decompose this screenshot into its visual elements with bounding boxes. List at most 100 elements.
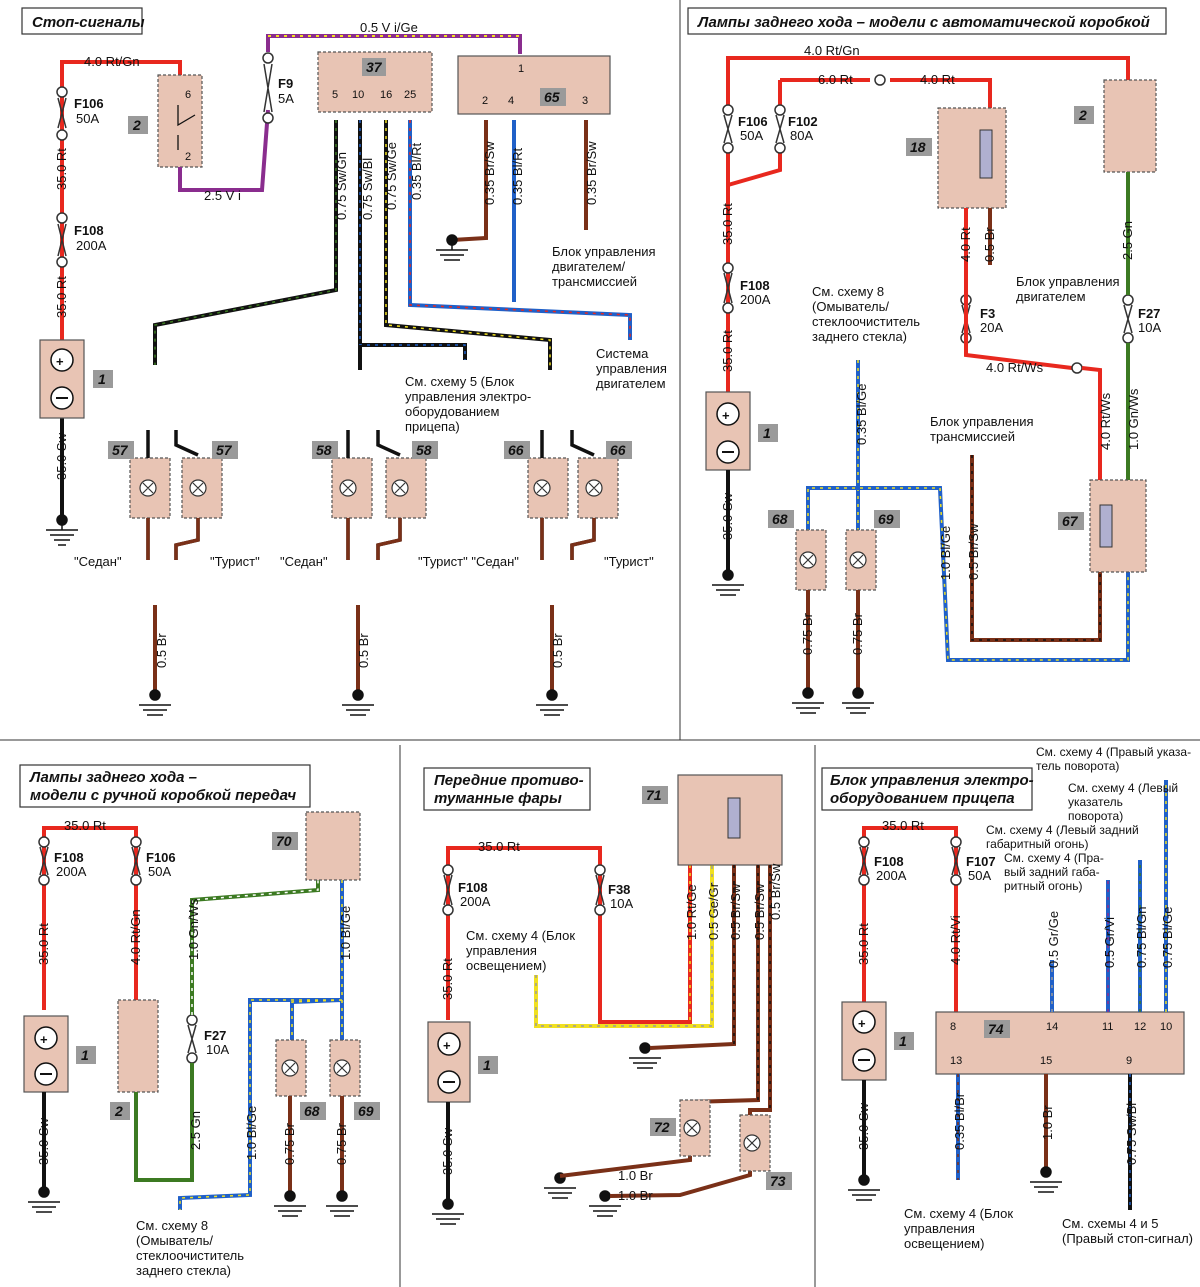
svg-text:14: 14 <box>1046 1021 1058 1033</box>
wire-label: 0.35 Br/Sw <box>584 141 599 205</box>
fuse-label: 200A <box>56 864 87 879</box>
ground-icons <box>792 687 874 714</box>
fuse-f106-a: 50A <box>76 111 99 126</box>
connector-65 <box>457 55 611 115</box>
fuse-label: 10A <box>206 1042 229 1057</box>
connector-id: 70 <box>276 833 292 849</box>
connector-id: 1 <box>483 1057 491 1073</box>
wire-label: 0.5 Br/Sw <box>752 883 767 940</box>
ground-icon <box>436 234 468 261</box>
wire-label: 4.0 Rt/Vi <box>948 915 963 965</box>
wire-label: 4.0 Rt <box>920 72 955 87</box>
connector-id: 57 <box>112 442 129 458</box>
connector-id: 37 <box>366 59 383 75</box>
wire-label: 35.0 Rt <box>64 818 106 833</box>
wire-label: 4.0 Rt/Ws <box>1098 392 1113 450</box>
connector-id: 74 <box>988 1021 1004 1037</box>
fuse-label: F108 <box>458 880 488 895</box>
connector-id: 58 <box>416 442 432 458</box>
ground-icons <box>139 689 568 716</box>
wire-label: 0.75 Br <box>850 612 865 655</box>
wire-label: 0.35 Bl/Br <box>952 1092 967 1150</box>
fuse-label: F102 <box>788 114 818 129</box>
wire-label: 35.0 Rt <box>36 923 51 965</box>
wire-label: 0.5 V i/Ge <box>360 20 418 35</box>
pin: 10 <box>352 89 364 101</box>
fuse-label: 10A <box>1138 320 1161 335</box>
wire-label: 0.5 Br/Sw <box>768 863 783 920</box>
svg-text:+: + <box>56 354 64 369</box>
connector-id: 68 <box>772 511 788 527</box>
wire-label: 0.5 Br <box>154 633 169 668</box>
wire-label: 1.0 Gn/Ws <box>186 898 201 960</box>
fuse-label: F106 <box>146 850 176 865</box>
brake-switch <box>157 74 203 168</box>
connector-id: 67 <box>1062 513 1079 529</box>
connector-id: 71 <box>646 787 662 803</box>
fuse-f108-a: 200A <box>76 238 107 253</box>
variant-label: "Турист" "Седан" <box>418 554 519 569</box>
wire-label: 0.5 Br/Sw <box>728 883 743 940</box>
connector-id: 2 <box>132 117 141 133</box>
fuse-f106-icon <box>56 86 68 141</box>
fuse-f9-a: 5A <box>278 91 294 106</box>
switch-2 <box>117 999 159 1093</box>
wire-label: 35.0 Sw <box>856 1102 871 1150</box>
wire-label: 0.75 Br <box>282 1122 297 1165</box>
relay-67 <box>1089 479 1147 573</box>
wire-label: 2.5 V i <box>204 188 241 203</box>
connector-id: 69 <box>358 1103 374 1119</box>
pin: 6 <box>185 89 191 101</box>
ground-icons <box>274 1190 358 1217</box>
wire-label: 4.0 Rt/Gn <box>84 54 140 69</box>
wire-label: 35.0 Sw <box>440 1127 455 1175</box>
wire-label: 2.5 Gn <box>1120 221 1135 260</box>
wire-label: 4.0 Rt/Gn <box>128 909 143 965</box>
lamp-groups <box>129 430 619 690</box>
wire-label: 0.5 Br/Sw <box>966 523 981 580</box>
svg-text:13: 13 <box>950 1055 962 1067</box>
wire-label: 2.5 Gn <box>188 1111 203 1150</box>
variant-label: "Седан" <box>74 554 122 569</box>
svg-text:9: 9 <box>1126 1055 1132 1067</box>
wire-label: 35.0 Sw <box>54 432 69 480</box>
variant-label: "Турист" <box>210 554 260 569</box>
wire-label: 35.0 Rt <box>720 203 735 245</box>
fuse-label: F27 <box>204 1028 226 1043</box>
connector-id: 18 <box>910 139 926 155</box>
panel-reverse-manual: Лампы заднего хода –модели с ручной коро… <box>19 764 380 1278</box>
wire-label: 0.5 Br <box>982 227 997 262</box>
wire-label: 35.0 Sw <box>36 1117 51 1165</box>
wire-label: 1.0 Gn/Ws <box>1126 388 1141 450</box>
variant-label: "Турист" <box>604 554 654 569</box>
wire-label: 4.0 Rt <box>958 227 973 262</box>
pin: 4 <box>508 95 514 107</box>
switch-2 <box>1103 79 1157 173</box>
fuse-icons <box>38 836 198 1064</box>
wire-label: 0.75 Sw/Ge <box>384 142 399 210</box>
wire-label: 0.5 Ge/Gr <box>706 882 721 940</box>
wire-label: 0.75 Bl/Ge <box>1160 907 1175 968</box>
relay-18 <box>937 107 1007 209</box>
fuse-f106: F106 <box>74 96 104 111</box>
connector-id: 2 <box>1078 107 1087 123</box>
fuse-label: F27 <box>1138 306 1160 321</box>
fuse-label: 50A <box>968 868 991 883</box>
title-reverse-auto: Лампы заднего хода – модели с автоматиче… <box>697 14 1150 31</box>
fuse-label: F108 <box>874 854 904 869</box>
fuse-f108-icon <box>56 212 68 268</box>
wire-label: 1.0 Bl/Ge <box>938 526 953 580</box>
wire-label: 0.35 Bl/Rt <box>409 143 424 200</box>
wire-label: 0.75 Sw/Bl <box>1124 1103 1139 1165</box>
ground-icon <box>848 1174 880 1201</box>
wire-label: 35.0 Rt <box>478 839 520 854</box>
wire-label: 0.5 Gr/Ge <box>1046 911 1061 968</box>
title-fog: Передние противо-туманные фары <box>434 772 584 807</box>
